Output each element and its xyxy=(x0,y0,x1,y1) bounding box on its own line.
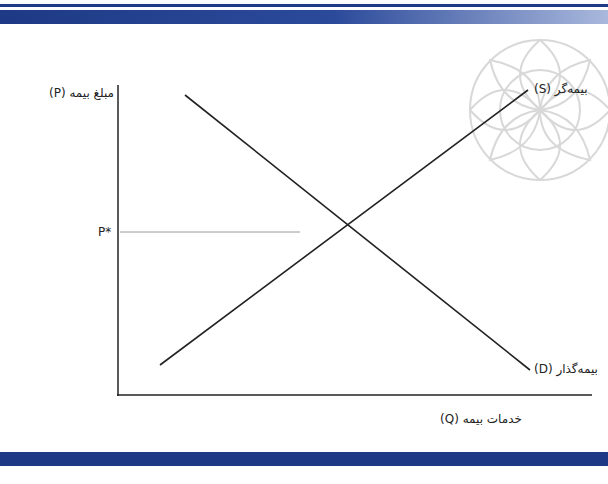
equilibrium-price-label: P* xyxy=(98,225,111,239)
x-axis-label: خدمات بیمه (Q) xyxy=(440,412,522,426)
demand-curve xyxy=(185,95,530,370)
y-axis xyxy=(117,85,119,396)
top-rule xyxy=(0,4,608,7)
supply-label: بیمه‌گر (S) xyxy=(534,82,587,96)
logo-watermark xyxy=(470,40,608,180)
top-bar xyxy=(0,10,608,24)
y-axis-label: مبلغ بیمه (P) xyxy=(49,86,114,100)
x-axis xyxy=(117,394,592,396)
bottom-bar xyxy=(0,452,608,466)
equilibrium-price-line xyxy=(120,232,300,233)
demand-label: بیمه‌گذار (D) xyxy=(534,362,598,376)
